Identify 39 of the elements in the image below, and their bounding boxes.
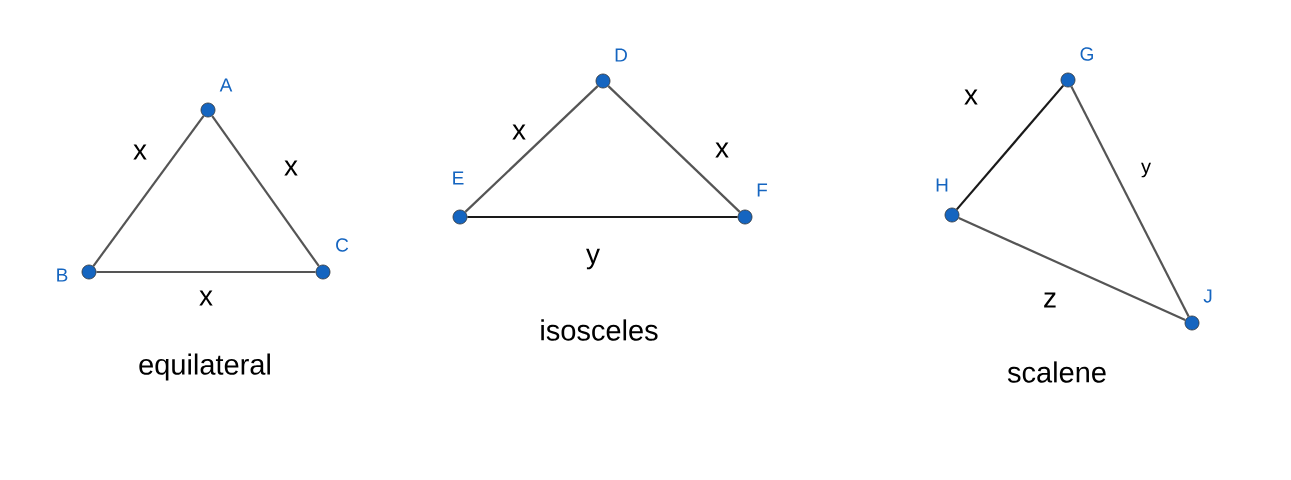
node-label: C: [336, 238, 349, 252]
side-label: x: [198, 289, 214, 307]
node-label: D: [615, 48, 627, 62]
triangle-side: [958, 217, 1186, 321]
triangle-caption: equilateral: [139, 353, 270, 381]
node-label: G: [1080, 47, 1093, 61]
triangle-side: [464, 85, 599, 213]
vertex-point: H: [936, 178, 960, 223]
vertex-point: C: [315, 238, 349, 280]
node-label: J: [1203, 289, 1212, 303]
node-label: A: [219, 78, 233, 92]
triangle-caption: isosceles: [541, 319, 658, 341]
vertex-point: D: [595, 48, 627, 89]
side-label: y: [585, 247, 601, 271]
side-label: y: [1140, 161, 1152, 179]
vertex-point: B: [57, 264, 97, 282]
triangle-caption: scalene: [1007, 361, 1106, 383]
vertex-point: A: [200, 78, 233, 118]
side-label: x: [283, 159, 299, 177]
triangle-side: [1070, 86, 1190, 317]
vertex-point: G: [1060, 47, 1093, 88]
side-label: x: [132, 143, 148, 161]
vertex-point: E: [452, 171, 468, 225]
node-label: F: [757, 183, 768, 197]
node-label: E: [453, 171, 464, 185]
node-label: B: [57, 268, 68, 282]
triangle-side: [956, 84, 1065, 211]
triangle-side: [92, 115, 205, 267]
node-label: H: [936, 178, 948, 192]
side-label: x: [963, 88, 979, 106]
triangle-side: [96, 270, 316, 274]
triangle-side: [211, 115, 320, 267]
side-label: x: [511, 123, 527, 141]
triangle-side: [607, 85, 741, 213]
vertex-point: J: [1184, 289, 1212, 331]
triangle-side: [467, 215, 738, 219]
vertex-point: F: [737, 183, 768, 225]
side-label: x: [714, 141, 730, 159]
side-label: z: [1042, 291, 1058, 309]
